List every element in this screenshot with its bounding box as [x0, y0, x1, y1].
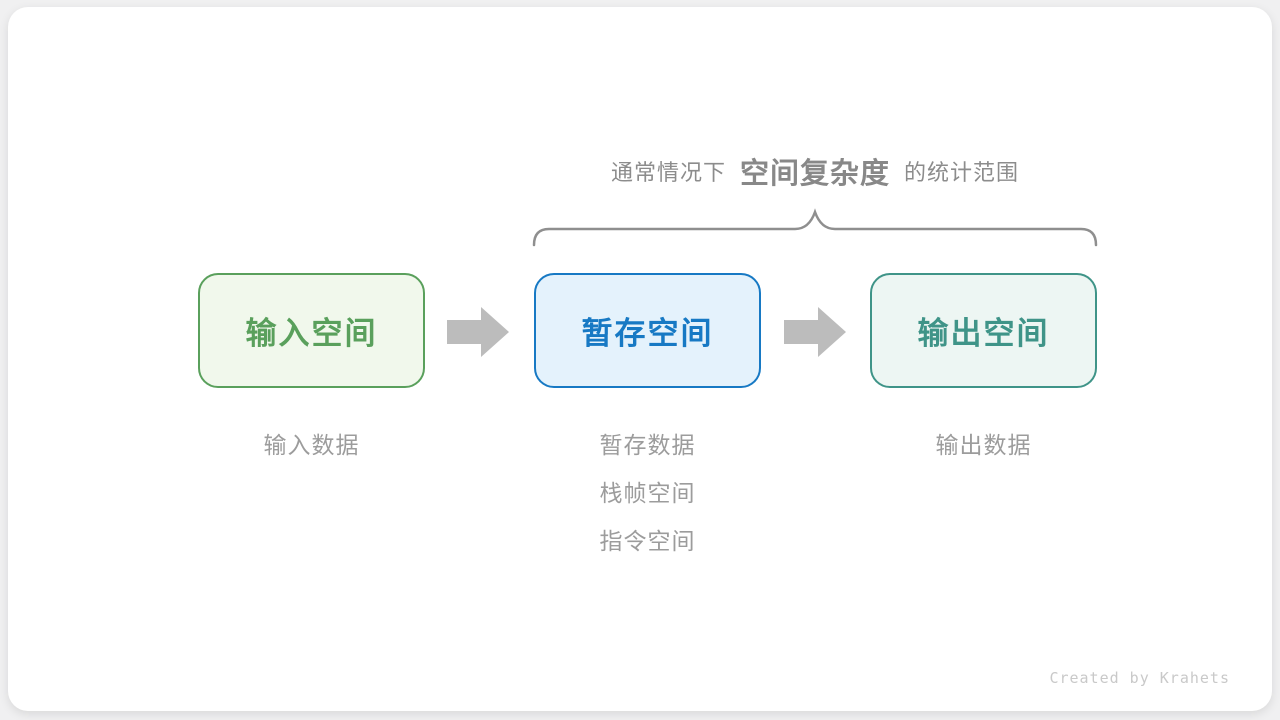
box-input-space: 输入空间 [198, 273, 425, 388]
note-line: 栈帧空间 [599, 480, 696, 506]
note-line: 输入数据 [263, 432, 360, 458]
curly-brace-icon [532, 208, 1098, 247]
note-output-data: 输出数据 [870, 421, 1097, 469]
box-input-space-label: 输入空间 [245, 316, 378, 351]
arrow-right-icon [784, 307, 846, 357]
scope-title-highlight: 空间复杂度 [739, 158, 890, 190]
arrow-right-icon [447, 307, 509, 357]
box-temp-space: 暂存空间 [534, 273, 761, 388]
box-temp-space-label: 暂存空间 [581, 316, 714, 351]
box-output-space-label: 输出空间 [917, 316, 1050, 351]
scope-title: 通常情况下 空间复杂度 的统计范围 [508, 148, 1122, 194]
note-line: 暂存数据 [599, 432, 696, 458]
diagram-card: 通常情况下 空间复杂度 的统计范围 输入空间 暂存空间 输出空间 输入数据 [8, 7, 1272, 711]
scope-title-suffix: 的统计范围 [904, 160, 1020, 185]
note-line: 指令空间 [599, 528, 696, 554]
box-output-space: 输出空间 [870, 273, 1097, 388]
note-line: 输出数据 [935, 432, 1032, 458]
note-temp-data: 暂存数据 栈帧空间 指令空间 [534, 421, 761, 565]
note-input-data: 输入数据 [198, 421, 425, 469]
scope-title-prefix: 通常情况下 [610, 160, 726, 185]
credit-text: Created by Krahets [1049, 669, 1230, 687]
